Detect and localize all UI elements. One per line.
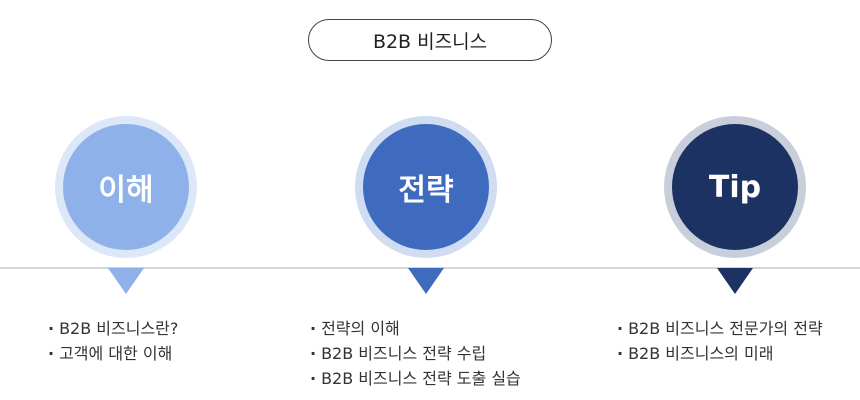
diagram-title: B2B 비즈니스 [308, 19, 552, 61]
bullet-item: B2B 비즈니스 전략 수립 [310, 341, 521, 366]
node-label: Tip [708, 169, 762, 205]
node-label: 이해 [98, 173, 154, 208]
bullet-item: B2B 비즈니스 전문가의 전략 [617, 316, 823, 341]
node-pointer [108, 268, 144, 294]
node-strategy: 전략 [355, 116, 497, 258]
node-understanding: 이해 [55, 116, 197, 258]
bullet-item: B2B 비즈니스란? [48, 316, 178, 341]
node-tip: Tip [664, 116, 806, 258]
node-label: 전략 [398, 173, 454, 208]
node-circle: 이해 [63, 124, 189, 250]
node-bullet-list: B2B 비즈니스 전문가의 전략 B2B 비즈니스의 미래 [617, 316, 823, 366]
node-circle: Tip [672, 124, 798, 250]
bullet-item: 전략의 이해 [310, 316, 521, 341]
bullet-item: B2B 비즈니스 전략 도출 실습 [310, 366, 521, 391]
node-bullet-list: 전략의 이해 B2B 비즈니스 전략 수립 B2B 비즈니스 전략 도출 실습 [310, 316, 521, 391]
node-bullet-list: B2B 비즈니스란? 고객에 대한 이해 [48, 316, 178, 366]
node-pointer [717, 268, 753, 294]
node-pointer [408, 268, 444, 294]
node-circle: 전략 [363, 124, 489, 250]
bullet-item: B2B 비즈니스의 미래 [617, 341, 823, 366]
bullet-item: 고객에 대한 이해 [48, 341, 178, 366]
